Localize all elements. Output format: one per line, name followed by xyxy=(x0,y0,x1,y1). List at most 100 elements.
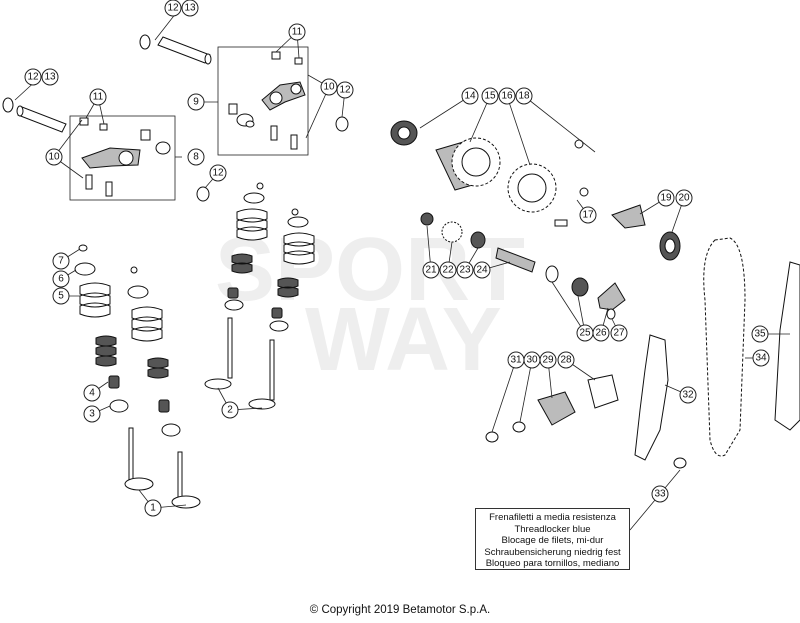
svg-text:12: 12 xyxy=(27,72,39,83)
svg-text:22: 22 xyxy=(442,265,454,276)
callout-2: 2 xyxy=(221,401,239,419)
svg-text:14: 14 xyxy=(464,91,476,102)
callout-12-top: 12 xyxy=(164,0,182,17)
chain-guides xyxy=(634,237,800,469)
callout-33: 33 xyxy=(651,485,669,503)
callout-12-lower: 12 xyxy=(209,164,227,182)
note-line-fr: Blocage de filets, mi-dur xyxy=(501,535,604,546)
callout-15: 15 xyxy=(481,87,499,105)
callout-13-left: 13 xyxy=(41,68,59,86)
svg-text:32: 32 xyxy=(682,390,694,401)
svg-text:26: 26 xyxy=(595,328,607,339)
svg-text:13: 13 xyxy=(44,72,56,83)
callout-18: 18 xyxy=(515,87,533,105)
valve-set-center xyxy=(204,182,315,410)
callout-4: 4 xyxy=(83,384,101,402)
camshaft-assembly xyxy=(390,120,681,261)
svg-text:19: 19 xyxy=(660,193,672,204)
washer-12-right xyxy=(335,116,349,132)
rocker-arm-left xyxy=(79,117,171,197)
svg-text:20: 20 xyxy=(678,193,690,204)
svg-text:2: 2 xyxy=(227,405,233,416)
callout-13-top: 13 xyxy=(181,0,199,17)
svg-text:12: 12 xyxy=(167,3,179,14)
svg-text:10: 10 xyxy=(323,82,335,93)
note-line-en: Threadlocker blue xyxy=(514,523,591,535)
svg-text:12: 12 xyxy=(339,85,351,96)
svg-text:34: 34 xyxy=(755,353,767,364)
callout-28: 28 xyxy=(557,351,575,369)
svg-text:23: 23 xyxy=(459,265,471,276)
rocker-shaft-left xyxy=(2,97,67,133)
callout-10-left: 10 xyxy=(45,148,63,166)
callout-29: 29 xyxy=(539,351,557,369)
callout-17: 17 xyxy=(579,206,597,224)
svg-text:15: 15 xyxy=(484,91,496,102)
svg-text:9: 9 xyxy=(193,97,199,108)
copyright-text: © Copyright 2019 Betamotor S.p.A. xyxy=(309,604,491,616)
callout-31: 31 xyxy=(507,351,525,369)
callout-19: 19 xyxy=(657,189,675,207)
callout-24: 24 xyxy=(473,261,491,279)
svg-text:17: 17 xyxy=(582,210,594,221)
valve-set-left xyxy=(74,244,201,509)
pump-components xyxy=(420,212,626,320)
svg-text:7: 7 xyxy=(58,256,64,267)
callout-23: 23 xyxy=(456,261,474,279)
callout-8: 8 xyxy=(187,148,205,166)
callout-11-left: 11 xyxy=(89,88,107,106)
rocker-assembly-frame-9 xyxy=(217,46,309,156)
callout-25: 25 xyxy=(576,324,594,342)
svg-text:8: 8 xyxy=(193,152,199,163)
svg-text:24: 24 xyxy=(476,265,488,276)
callout-11-top: 11 xyxy=(288,23,306,41)
rocker-arm-upper xyxy=(228,51,306,150)
svg-text:31: 31 xyxy=(510,355,522,366)
svg-text:16: 16 xyxy=(501,91,513,102)
svg-text:11: 11 xyxy=(93,92,104,103)
callout-7: 7 xyxy=(52,252,70,270)
callout-14: 14 xyxy=(461,87,479,105)
note-line-it: Frenafiletti a media resistenza xyxy=(489,512,616,523)
callout-6: 6 xyxy=(52,270,70,288)
callout-9: 9 xyxy=(187,93,205,111)
svg-text:6: 6 xyxy=(58,274,64,285)
svg-text:10: 10 xyxy=(48,152,60,163)
callout-22: 22 xyxy=(439,261,457,279)
callout-30: 30 xyxy=(523,351,541,369)
rocker-assembly-frame-8 xyxy=(69,115,176,201)
note-line-de: Schraubensicherung niedrig fest xyxy=(484,546,621,558)
callout-1: 1 xyxy=(144,499,162,517)
svg-text:18: 18 xyxy=(518,91,530,102)
svg-text:27: 27 xyxy=(613,328,625,339)
svg-text:3: 3 xyxy=(89,409,95,420)
svg-text:21: 21 xyxy=(425,265,437,276)
callout-26: 26 xyxy=(592,324,610,342)
svg-text:35: 35 xyxy=(754,329,766,340)
svg-text:11: 11 xyxy=(292,27,303,38)
callout-34: 34 xyxy=(752,349,770,367)
callout-12-right: 12 xyxy=(336,81,354,99)
note-line-es: Bloqueo para tornillos, mediano xyxy=(485,558,620,569)
svg-text:33: 33 xyxy=(654,489,666,500)
svg-text:13: 13 xyxy=(184,3,196,14)
callout-5: 5 xyxy=(52,287,70,305)
callout-21: 21 xyxy=(422,261,440,279)
rocker-shaft-upper xyxy=(139,34,212,65)
callout-32: 32 xyxy=(679,386,697,404)
svg-text:4: 4 xyxy=(89,388,95,399)
callout-10-right: 10 xyxy=(320,78,338,96)
callout-35: 35 xyxy=(751,325,769,343)
svg-text:29: 29 xyxy=(542,355,554,366)
svg-text:28: 28 xyxy=(560,355,572,366)
washer-12-lower xyxy=(196,186,210,202)
tensioner-parts xyxy=(485,374,619,443)
svg-text:25: 25 xyxy=(579,328,591,339)
callout-12-left: 12 xyxy=(24,68,42,86)
callout-20: 20 xyxy=(675,189,693,207)
callout-3: 3 xyxy=(83,405,101,423)
callout-27: 27 xyxy=(610,324,628,342)
svg-text:30: 30 xyxy=(526,355,538,366)
svg-text:1: 1 xyxy=(150,503,156,514)
